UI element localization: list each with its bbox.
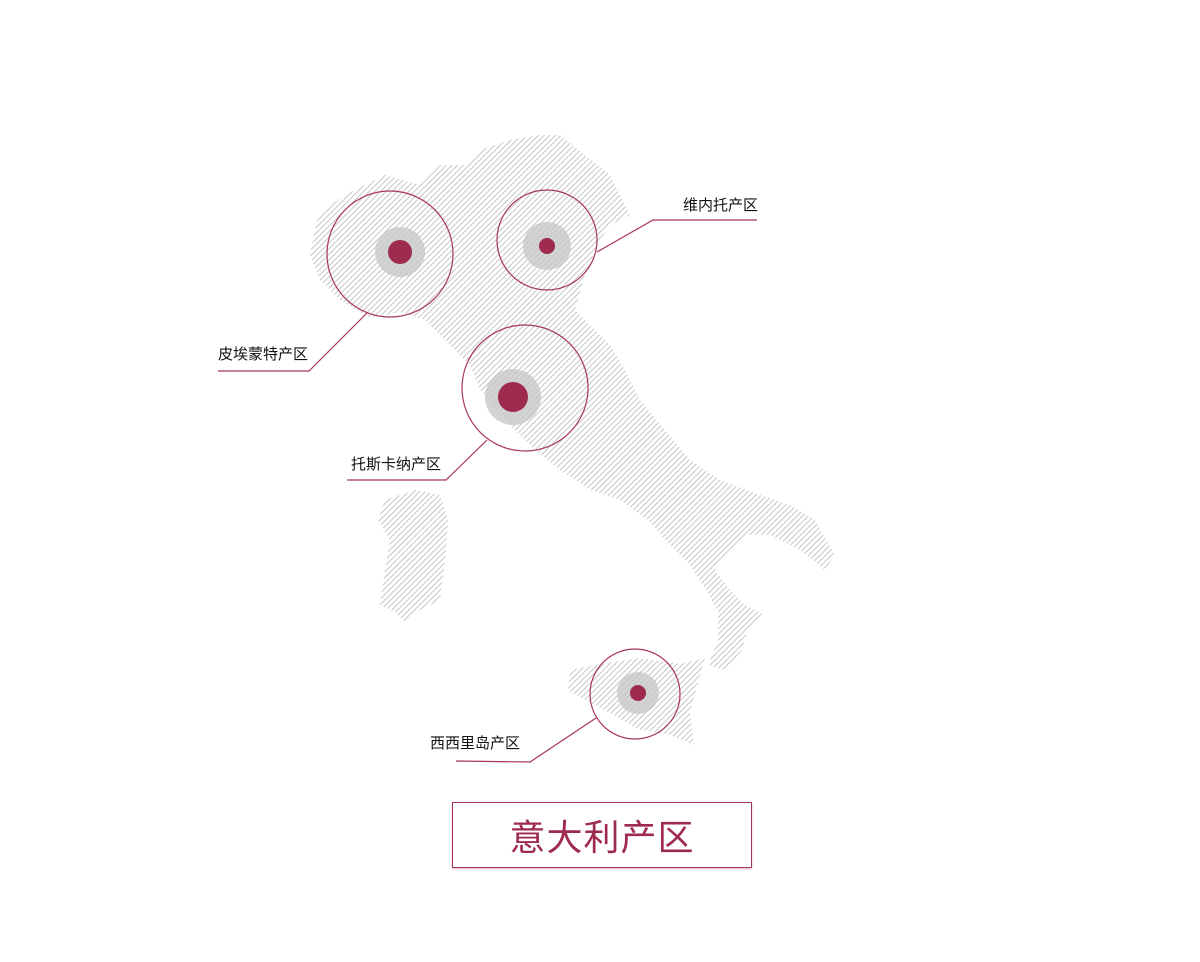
leader-line (455, 717, 597, 763)
region-ring (326, 190, 454, 318)
label-piemonte[interactable]: 皮埃蒙特产区 (218, 345, 309, 363)
sardinia (378, 490, 448, 622)
page-title: 意大利产区 (509, 818, 695, 859)
region-dot (388, 240, 412, 264)
label-toscana[interactable]: 托斯卡纳产区 (351, 455, 442, 473)
label-sicilia[interactable]: 西西里岛产区 (430, 734, 521, 752)
leader-line (596, 219, 757, 253)
region-dot (498, 382, 528, 412)
title-box: 意大利产区 (452, 802, 752, 868)
marker-veneto[interactable] (496, 189, 757, 291)
marker-piemonte[interactable] (218, 190, 454, 372)
region-ring (496, 189, 598, 291)
mainland-italy (310, 135, 835, 670)
label-veneto[interactable]: 维内托产区 (683, 196, 759, 214)
marker-sicilia[interactable] (455, 648, 681, 763)
region-dot (539, 238, 555, 254)
leader-line (347, 439, 488, 481)
marker-toscana[interactable] (347, 324, 589, 481)
region-dot (630, 685, 646, 701)
region-ring (589, 648, 681, 740)
region-ring (461, 324, 589, 452)
leader-line (218, 312, 368, 372)
